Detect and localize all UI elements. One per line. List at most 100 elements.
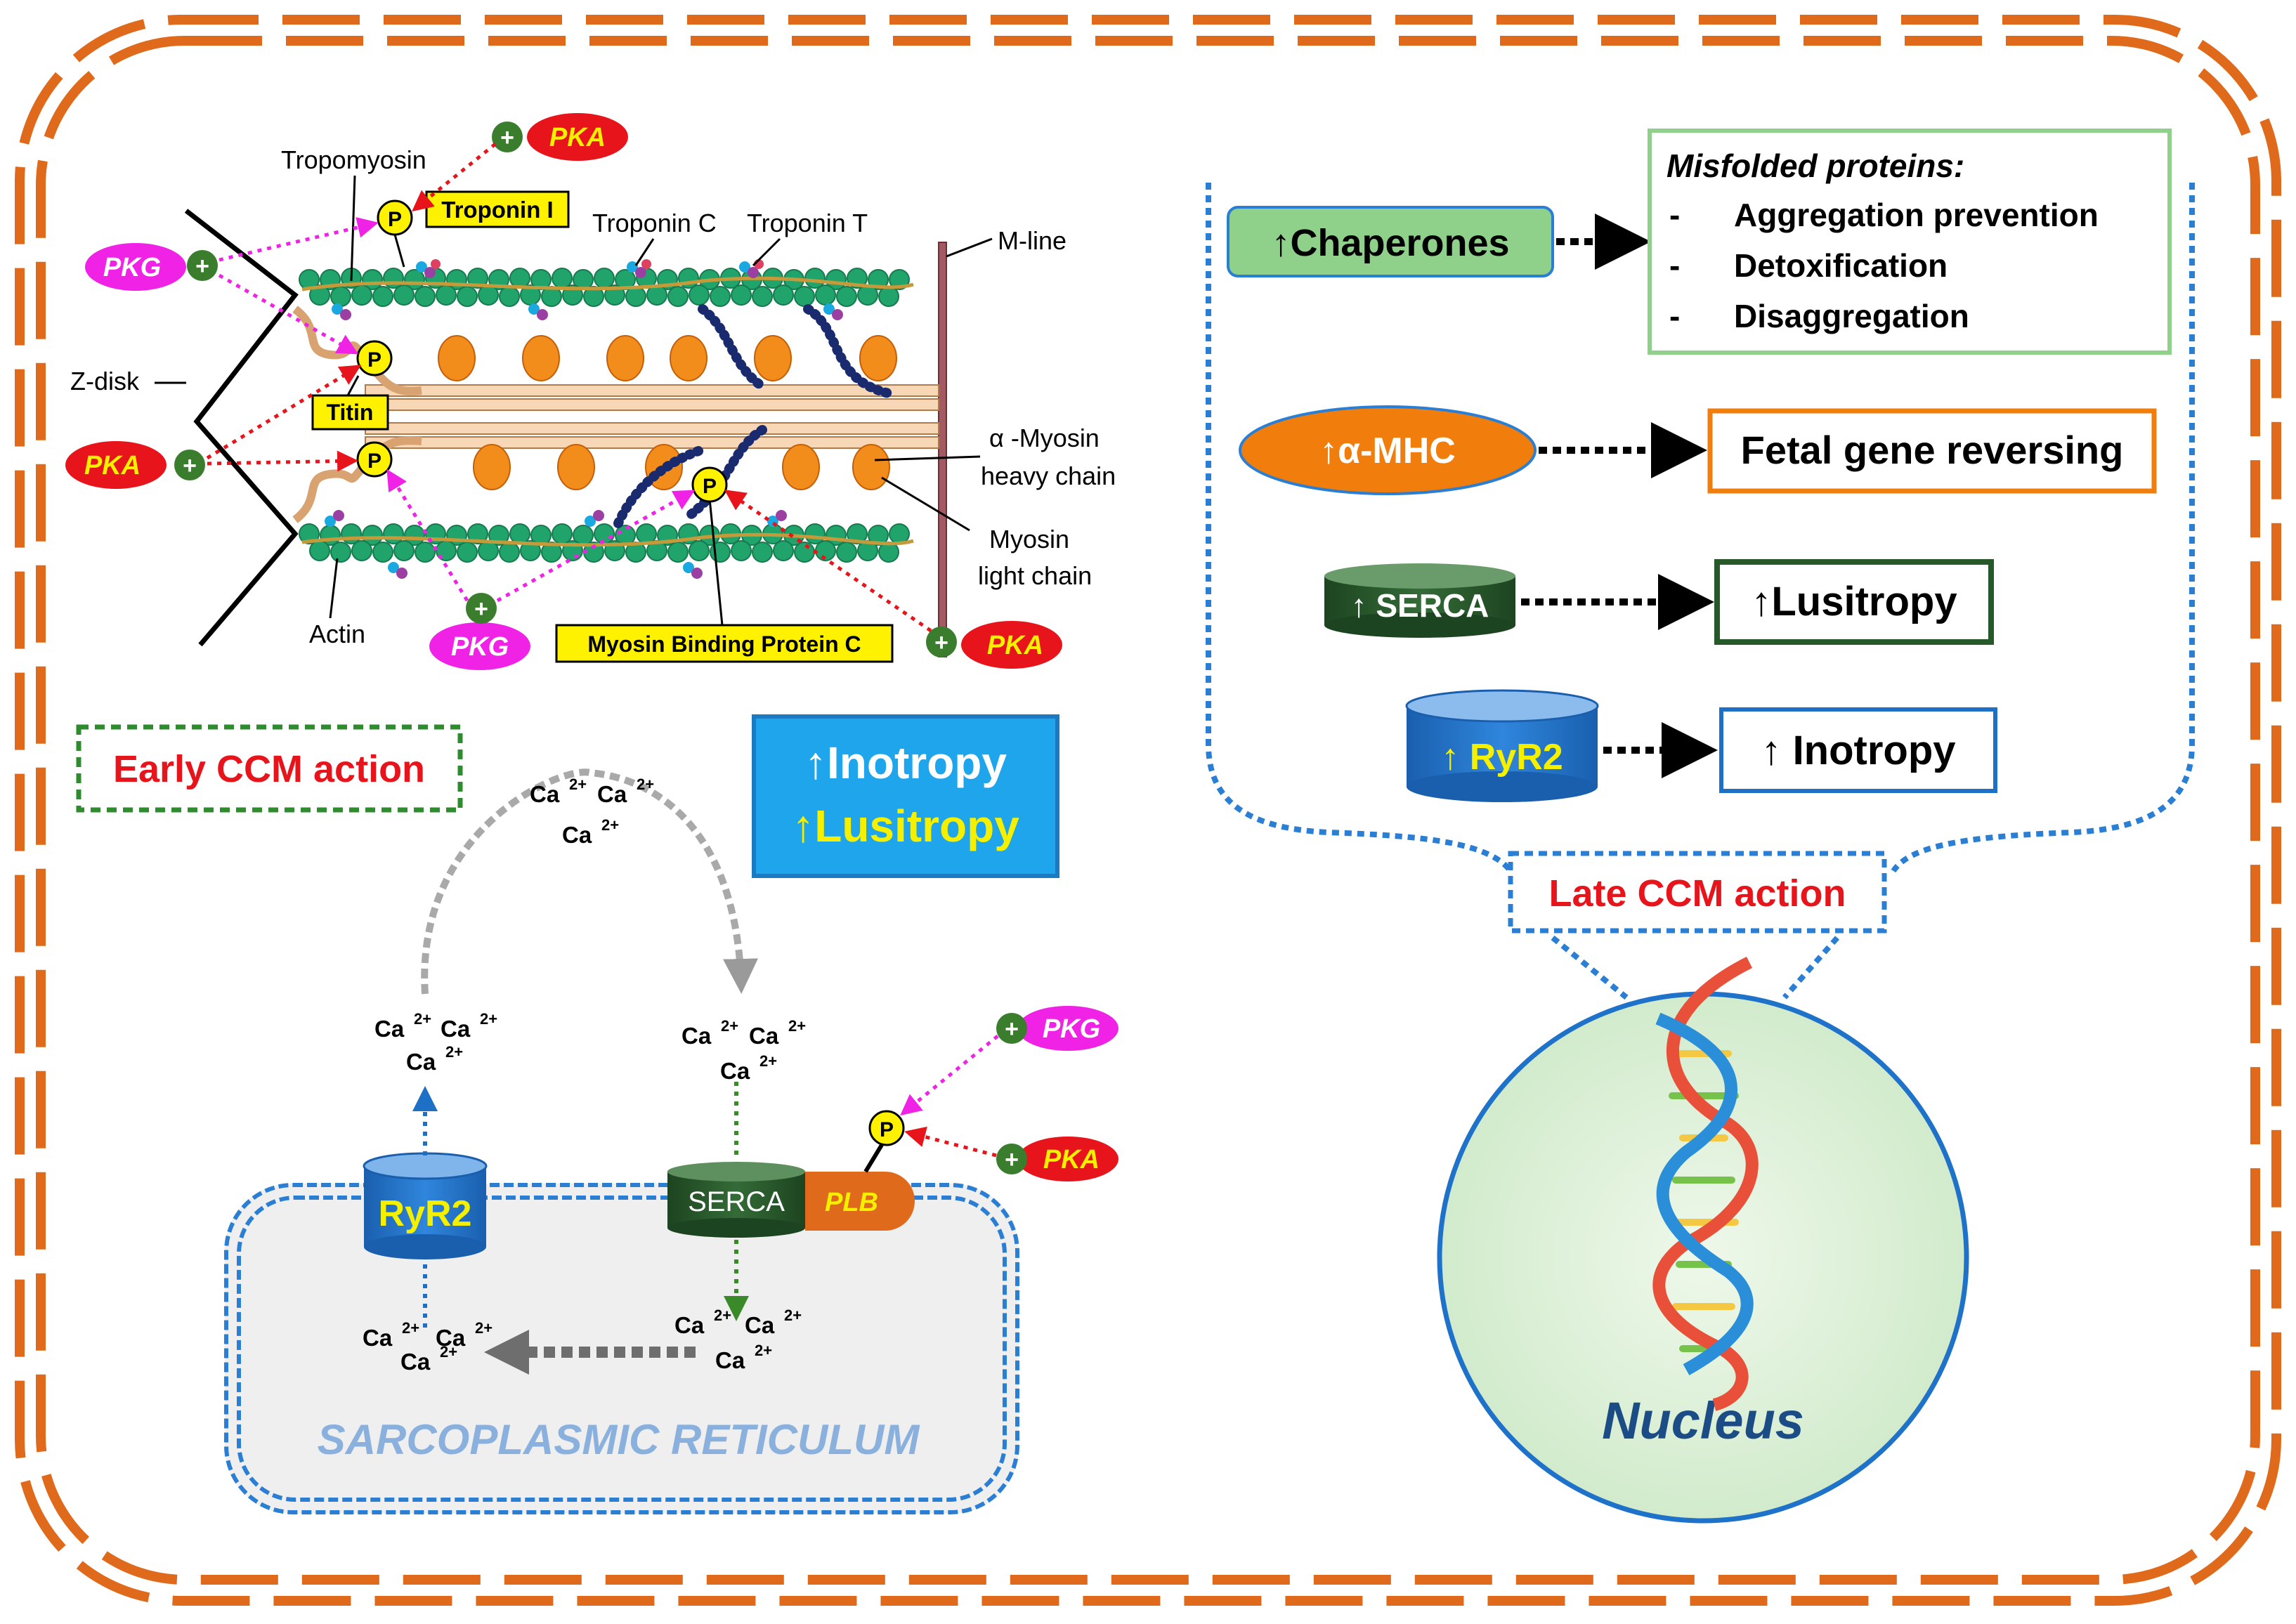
- svg-text:+: +: [195, 253, 209, 280]
- svg-text:Ca: Ca: [597, 781, 627, 807]
- svg-text:↑α-MHC: ↑α-MHC: [1319, 431, 1456, 471]
- svg-text:+: +: [474, 596, 488, 622]
- tropomyosin-lower: [301, 532, 914, 547]
- late-lusitropy-box: ↑Lusitropy: [1714, 559, 1994, 645]
- alpha-myosin-label-1: α -Myosin: [989, 424, 1100, 452]
- svg-text:P: P: [880, 1118, 894, 1141]
- phospho-titin-upper: P: [356, 340, 393, 376]
- svg-text:↑Inotropy: ↑Inotropy: [804, 738, 1007, 788]
- svg-text:2+: 2+: [759, 1052, 777, 1070]
- svg-text:+: +: [934, 629, 948, 656]
- pka-sr: PKA +: [996, 1137, 1118, 1181]
- svg-text:PKG: PKG: [451, 632, 509, 662]
- svg-text:Ca: Ca: [441, 1016, 471, 1042]
- arrow-pka-plb: [904, 1126, 997, 1158]
- sr-serca-pump: SERCA: [667, 1162, 805, 1238]
- actin-label: Actin: [309, 620, 365, 648]
- svg-text:2+: 2+: [784, 1307, 802, 1324]
- arrow-pkg-troponin-i: [218, 217, 379, 262]
- svg-text:Ca: Ca: [363, 1325, 393, 1351]
- svg-text:Ca: Ca: [674, 1312, 705, 1338]
- titin-box: Titin: [311, 394, 389, 431]
- late-inotropy-box: ↑ Inotropy: [1719, 707, 1997, 793]
- svg-text:Early CCM action: Early CCM action: [113, 748, 425, 790]
- mybpc-box: Myosin Binding Protein C: [555, 624, 894, 663]
- svg-text:P: P: [367, 348, 381, 372]
- svg-text:Titin: Titin: [327, 400, 374, 425]
- svg-text:P: P: [703, 475, 717, 498]
- svg-text:↑ Inotropy: ↑ Inotropy: [1761, 728, 1955, 773]
- pka-left: PKA +: [65, 441, 205, 489]
- svg-text:PKA: PKA: [84, 451, 141, 480]
- svg-text:Fetal gene reversing: Fetal gene reversing: [1741, 428, 2124, 472]
- m-line-label: M-line: [998, 226, 1067, 255]
- thin-filament-upper: [299, 268, 910, 307]
- pkg-sr: PKG +: [996, 1006, 1118, 1051]
- svg-text:PKA: PKA: [549, 123, 606, 152]
- sarcomere: Tropomyosin Troponin C Troponin T M-line…: [70, 145, 1116, 663]
- mybpc-lower: [613, 425, 767, 528]
- svg-text:-: -: [1669, 197, 1680, 233]
- svg-text:2+: 2+: [414, 1010, 431, 1028]
- titin-upper: [292, 306, 422, 395]
- cell-membrane: [15, 15, 2281, 1606]
- svg-text:2+: 2+: [637, 775, 654, 793]
- misfolded-item: Aggregation prevention: [1734, 197, 2099, 233]
- z-disk-line: [184, 209, 299, 647]
- sr-ryr2-channel: RyR2: [363, 1152, 488, 1259]
- svg-text:Ca: Ca: [715, 1347, 745, 1373]
- late-ryr2-cylinder: ↑ RyR2: [1405, 689, 1599, 802]
- phospho-plb: P: [868, 1110, 905, 1146]
- alpha-mhc-ellipse: ↑α-MHC: [1239, 405, 1537, 495]
- svg-text:RyR2: RyR2: [379, 1193, 472, 1234]
- svg-text:2+: 2+: [480, 1010, 497, 1028]
- phospho-troponin-i: P: [377, 199, 413, 268]
- late-serca-cylinder: ↑ SERCA: [1324, 563, 1515, 638]
- late-ccm-connector-left: [1551, 935, 1629, 1000]
- myosin-head-pointer: [874, 455, 981, 461]
- pkg-left: PKG +: [85, 243, 218, 291]
- svg-text:+: +: [500, 124, 514, 151]
- pkg-bottom: PKG +: [429, 593, 530, 670]
- arrow-pkg-titin: [218, 273, 359, 355]
- svg-text:2+: 2+: [755, 1342, 772, 1359]
- svg-text:2+: 2+: [569, 775, 587, 793]
- misfolded-item: Disaggregation: [1734, 298, 1969, 334]
- pka-top: PKA +: [492, 113, 628, 161]
- svg-text:Ca: Ca: [400, 1349, 431, 1375]
- svg-text:↑Chaperones: ↑Chaperones: [1271, 222, 1509, 264]
- svg-text:2+: 2+: [601, 816, 619, 834]
- svg-text:↑ SERCA: ↑ SERCA: [1351, 587, 1489, 624]
- dna-helix-icon: [1652, 956, 1759, 1411]
- early-ccm-label: Early CCM action: [76, 724, 463, 813]
- svg-text:2+: 2+: [440, 1343, 457, 1361]
- late-ccm-label: Late CCM action: [1508, 851, 1887, 934]
- svg-text:Ca: Ca: [681, 1023, 712, 1049]
- svg-text:P: P: [367, 450, 381, 473]
- svg-text:Ca: Ca: [720, 1058, 750, 1084]
- svg-text:↑Lusitropy: ↑Lusitropy: [1751, 579, 1957, 624]
- sr-plb: PLB: [805, 1144, 915, 1231]
- thick-filament-upper: [365, 384, 939, 411]
- svg-text:↑Lusitropy: ↑Lusitropy: [792, 801, 1019, 851]
- svg-text:PKA: PKA: [1043, 1145, 1100, 1174]
- titin-lower: [292, 436, 422, 523]
- troponin-i-box: Troponin I: [425, 190, 570, 228]
- sr-title: SARCOPLASMIC RETICULUM: [318, 1416, 921, 1463]
- fetal-gene-box: Fetal gene reversing: [1707, 408, 2157, 494]
- arrow-pkg-mybpc: [496, 490, 696, 603]
- svg-text:Ca: Ca: [374, 1016, 405, 1042]
- myosin-light-label-1: Myosin: [989, 525, 1069, 554]
- arrow-pka-mybpc: [724, 490, 932, 633]
- svg-text:Ca: Ca: [562, 822, 592, 848]
- svg-text:SERCA: SERCA: [688, 1186, 785, 1217]
- svg-text:2+: 2+: [714, 1307, 731, 1324]
- svg-text:Ca: Ca: [749, 1023, 779, 1049]
- svg-text:2+: 2+: [721, 1017, 738, 1035]
- svg-text:PKG: PKG: [103, 253, 161, 282]
